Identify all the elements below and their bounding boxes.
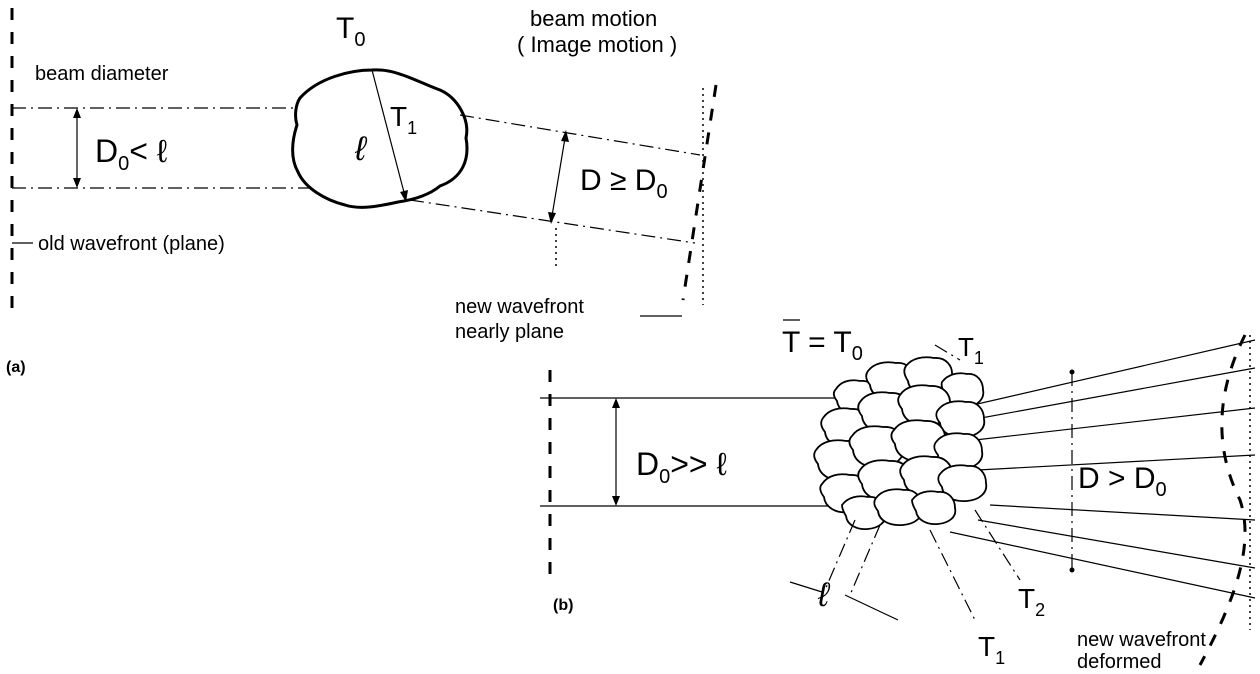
new-wavefront-label-b: new wavefront — [1077, 629, 1206, 651]
ell-label-b: ℓ — [817, 576, 831, 614]
t1-bottom-label: T1 — [978, 631, 1005, 668]
new-wavefront-curve-b — [1200, 335, 1245, 665]
ray-2 — [970, 368, 1255, 420]
tbar-label: T = T0 — [782, 326, 863, 365]
ray-1 — [960, 340, 1255, 408]
t2-label: T2 — [1018, 583, 1045, 620]
d-gt-d0-label: D > D0 — [1078, 462, 1167, 501]
turbulent-eddy-large — [293, 70, 467, 208]
ray-5 — [990, 505, 1255, 520]
beam-edge-out-top-a — [460, 115, 700, 155]
d-span-dot-top — [1070, 370, 1075, 375]
ell-marker-right — [850, 525, 880, 595]
nearly-plane-label: nearly plane — [455, 321, 564, 343]
panel-b-label: (b) — [553, 597, 573, 614]
ray-6 — [978, 520, 1255, 568]
arrow-head-top-b — [612, 398, 620, 408]
beam-motion-label: beam motion — [530, 6, 657, 31]
panel-a-label: (a) — [6, 359, 26, 376]
turbulent-eddy-cluster — [814, 357, 986, 529]
arrow-head-top-a — [73, 108, 81, 118]
d-ge-d0-label: D ≥ D0 — [580, 164, 668, 203]
arrow-head-bottom-a — [73, 178, 81, 188]
panel-a: beam diameter T0 T1 ℓ D0< ℓ D ≥ D0 beam … — [6, 6, 716, 376]
d-arrow-head-bottom — [548, 212, 556, 224]
d-arrow-a — [551, 132, 566, 222]
ell-label-a: ℓ — [354, 130, 368, 168]
beam-diameter-label: beam diameter — [35, 63, 169, 85]
t0-label-a: T0 — [336, 12, 365, 51]
new-wavefront-label-a: new wavefront — [455, 296, 584, 318]
ell-marker-left — [825, 520, 855, 590]
ell-arrow-right — [845, 595, 898, 620]
t1-top-label: T1 — [958, 332, 984, 368]
new-wavefront-line-a — [683, 85, 716, 300]
d-arrow-head-top — [561, 130, 569, 142]
t2-leader — [975, 510, 1020, 580]
old-wavefront-label: old wavefront (plane) — [38, 233, 225, 255]
d0-gg-l-label: D0>> ℓ — [636, 446, 727, 488]
ray-3 — [975, 408, 1255, 440]
t1-bottom-leader — [930, 530, 975, 620]
d-span-dot-bottom — [1070, 568, 1075, 573]
deformed-label: deformed — [1077, 651, 1162, 673]
d0-lt-l-label: D0< ℓ — [95, 133, 167, 175]
panel-b: T = T0 T1 D0>> ℓ D > D0 ℓ T2 T1 new wave… — [540, 320, 1255, 673]
arrow-head-bottom-b — [612, 496, 620, 506]
image-motion-label: ( Image motion ) — [517, 32, 677, 57]
beam-edge-out-bottom-a — [410, 200, 695, 243]
